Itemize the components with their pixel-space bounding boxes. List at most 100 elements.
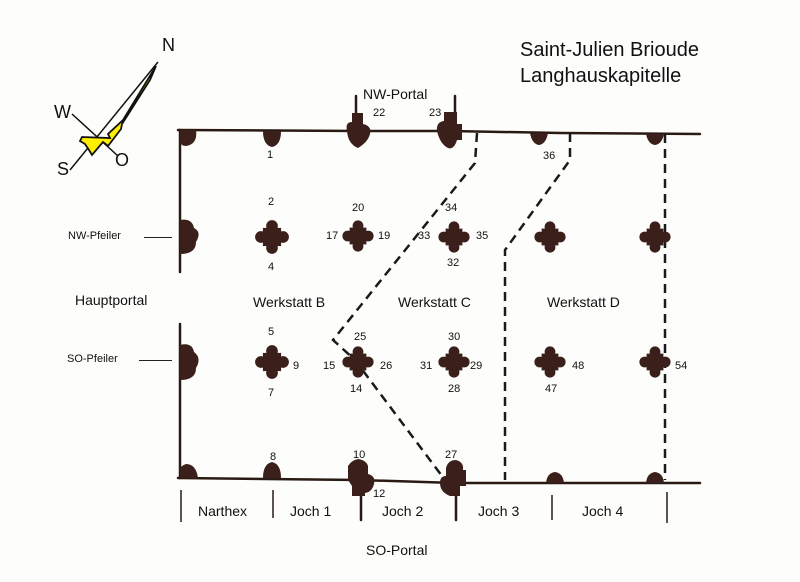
pier-part xyxy=(448,221,460,233)
capital-number: 17 xyxy=(326,230,339,242)
portal-pier xyxy=(348,459,375,496)
pier-part xyxy=(646,228,664,246)
west-half-pier xyxy=(180,344,199,380)
corner-respond xyxy=(180,130,197,146)
workshop-c-label: Werkstatt C xyxy=(398,294,471,310)
main-portal-label: Hauptportal xyxy=(75,292,148,308)
pier-part xyxy=(342,230,354,242)
compass-axis xyxy=(69,61,159,171)
pier-part xyxy=(544,221,556,233)
pier-part xyxy=(262,352,282,372)
capital-number: 15 xyxy=(323,360,336,372)
compass-north: N xyxy=(162,35,175,55)
pier-part xyxy=(649,221,661,233)
pier xyxy=(534,346,566,378)
capital-number: 12 xyxy=(373,488,386,500)
nw-pillar-label: NW-Pfeiler xyxy=(68,230,121,242)
capital-number: 27 xyxy=(445,449,458,461)
capital-number: 35 xyxy=(476,230,489,242)
workshop-boundaries xyxy=(331,132,667,481)
bay-joch-2: Joch 2 xyxy=(382,503,424,519)
pier-part xyxy=(262,227,282,247)
bay-joch-1: Joch 1 xyxy=(290,503,332,519)
pier-part xyxy=(649,366,661,378)
bay-ticks xyxy=(180,490,668,523)
nw-portal-label: NW-Portal xyxy=(363,86,428,102)
pier xyxy=(342,346,374,378)
pier-part xyxy=(438,231,450,243)
pier-part xyxy=(255,356,267,368)
capital-number: 19 xyxy=(378,230,391,242)
pier-part xyxy=(266,367,278,379)
plan-title: Saint-Julien Brioude xyxy=(520,39,699,61)
capital-number: 29 xyxy=(470,360,483,372)
compass-east: O xyxy=(115,150,130,170)
west-half-pier xyxy=(180,219,199,254)
pier-part xyxy=(255,231,267,243)
capital-number: 5 xyxy=(268,326,275,338)
capital-number: 7 xyxy=(268,387,275,399)
bay-narthex: Narthex xyxy=(198,503,248,519)
corner-respond xyxy=(180,464,198,478)
pier-part xyxy=(649,346,661,358)
capital-number: 9 xyxy=(293,360,300,372)
boundary-b-c xyxy=(331,132,479,481)
workshop-d-label: Werkstatt D xyxy=(547,294,620,310)
pier-part xyxy=(266,242,278,254)
capital-number: 31 xyxy=(420,360,433,372)
capital-number: 14 xyxy=(350,383,363,395)
pier xyxy=(255,345,289,379)
capital-number: 10 xyxy=(353,449,366,461)
pier-part xyxy=(534,231,546,243)
capital-number: 36 xyxy=(543,150,556,162)
pier-part xyxy=(639,231,651,243)
bay-joch-3: Joch 3 xyxy=(478,503,520,519)
capital-number: 8 xyxy=(270,451,277,463)
capital-number: 30 xyxy=(448,331,461,343)
capital-number: 33 xyxy=(418,230,431,242)
pier-part xyxy=(639,356,651,368)
pier-part xyxy=(438,356,450,368)
pier-part xyxy=(445,353,463,371)
portal-pier xyxy=(440,460,466,496)
pier-part xyxy=(458,356,470,368)
capital-number: 20 xyxy=(352,202,365,214)
pier-part xyxy=(458,231,470,243)
pier-part xyxy=(352,366,364,378)
pier-part xyxy=(649,241,661,253)
pier-part xyxy=(277,231,289,243)
capital-number: 32 xyxy=(447,257,460,269)
capital-number: 28 xyxy=(448,383,461,395)
piers xyxy=(180,112,671,496)
so-pillar-label: SO-Pfeiler xyxy=(67,353,118,365)
so-portal-label: SO-Portal xyxy=(366,542,428,558)
wall-respond xyxy=(646,472,664,483)
wall-respond xyxy=(546,472,564,483)
pier-part xyxy=(544,346,556,358)
so-pillar-leader xyxy=(139,360,172,361)
capital-number: 1 xyxy=(267,149,274,161)
pier-part xyxy=(541,228,559,246)
pier-part xyxy=(659,231,671,243)
so-wall xyxy=(176,476,702,485)
capital-number: 34 xyxy=(445,202,458,214)
boundary-c-d xyxy=(503,133,572,480)
pier-part xyxy=(541,353,559,371)
pier-part xyxy=(544,366,556,378)
plan-subtitle: Langhauskapitelle xyxy=(520,65,682,87)
pier-part xyxy=(277,356,289,368)
pier-part xyxy=(362,356,374,368)
pier-part xyxy=(266,345,278,357)
wall-respond xyxy=(530,133,548,145)
pier xyxy=(438,346,470,378)
pier xyxy=(255,220,289,254)
pier xyxy=(342,220,374,252)
pier xyxy=(639,346,671,378)
capital-number: 4 xyxy=(268,261,275,273)
capital-number: 48 xyxy=(572,360,585,372)
capital-number: 23 xyxy=(429,107,442,119)
compass-south: S xyxy=(57,159,70,179)
portal-pier xyxy=(346,113,371,148)
